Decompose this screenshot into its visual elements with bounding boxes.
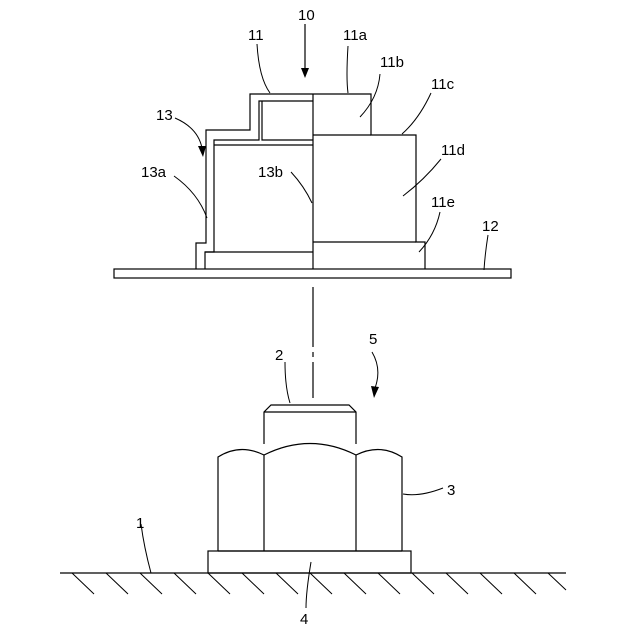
cap-right-half [313,94,425,269]
hex-nut [218,444,402,552]
cover-inner [205,101,313,269]
label-13b: 13b [258,164,283,181]
label-10: 10 [298,7,315,24]
arrow-10 [301,68,309,78]
cap-inner-step [262,101,313,140]
arrow-5 [371,386,379,398]
label-11c: 11c [431,76,455,93]
label-11a: 11a [343,27,368,44]
leaders [141,24,488,608]
label-13a: 13a [141,164,167,181]
label-13: 13 [156,107,173,124]
label-3: 3 [447,482,455,499]
bottom-assembly [60,405,566,594]
ground-hatch [72,573,566,594]
labels: 10 11 11a 11b 11c 11d 11e 12 13 13a 13b … [136,7,499,628]
label-4: 4 [300,611,308,628]
label-5: 5 [369,331,377,348]
label-11e: 11e [431,194,455,211]
label-1: 1 [136,515,144,532]
label-2: 2 [275,347,283,364]
label-11d: 11d [441,142,465,159]
arrow-13 [198,146,206,157]
stud [264,405,356,444]
top-assembly [114,94,511,278]
label-12: 12 [482,218,499,235]
label-11: 11 [248,27,264,44]
plate-12 [114,269,511,278]
label-11b: 11b [380,54,404,71]
